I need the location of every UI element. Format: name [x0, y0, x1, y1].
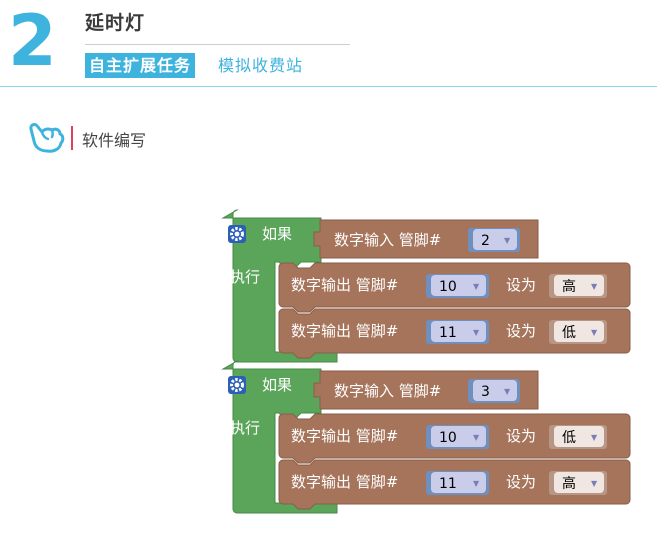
- level-dropdown-value: 高: [562, 278, 576, 295]
- if-block[interactable]: 如果执行数字输入 管脚#3▼数字输出 管脚#10▼设为低▼数字输出 管脚#11▼…: [221, 360, 631, 514]
- pin-dropdown-value: 10: [439, 279, 457, 295]
- chapter-number: 2: [8, 0, 57, 82]
- pin-dropdown[interactable]: 10 ▼: [431, 426, 486, 447]
- if-label: 如果: [262, 376, 292, 394]
- pin-dropdown[interactable]: 2▼: [473, 229, 517, 250]
- set-label: 设为: [506, 473, 536, 491]
- header-divider: [0, 86, 657, 87]
- digital-write-block[interactable]: 数字输出 管脚#11▼设为低▼: [278, 308, 631, 359]
- chevron-down-icon: ▼: [591, 479, 598, 488]
- digital-read-label: 数字输入 管脚#: [334, 231, 441, 249]
- set-label: 设为: [506, 322, 536, 340]
- chevron-down-icon: ▼: [591, 328, 598, 337]
- level-dropdown[interactable]: 高▼: [554, 275, 604, 296]
- level-dropdown[interactable]: 低▼: [554, 426, 604, 447]
- do-label: 执行: [230, 268, 260, 286]
- gear-icon[interactable]: [228, 376, 246, 394]
- gear-icon[interactable]: [228, 225, 246, 243]
- digital-read-block[interactable]: 数字输入 管脚#3▼: [313, 370, 539, 410]
- section-title: 软件编写: [82, 131, 147, 150]
- if-block[interactable]: 如果执行数字输入 管脚#2▼数字输出 管脚#10▼设为高▼数字输出 管脚#11▼…: [221, 209, 631, 363]
- chevron-down-icon: ▼: [504, 236, 511, 245]
- chevron-down-icon: ▼: [473, 433, 480, 442]
- digital-write-block[interactable]: 数字输出 管脚#10▼设为高▼: [278, 262, 631, 313]
- digital-write-block[interactable]: 数字输出 管脚#10▼设为低▼: [278, 413, 631, 464]
- task-name: 模拟收费站: [218, 56, 304, 75]
- set-label: 设为: [506, 276, 536, 294]
- set-label: 设为: [506, 427, 536, 445]
- pin-dropdown-value: 3: [481, 384, 490, 400]
- chevron-down-icon: ▼: [473, 328, 480, 337]
- pin-dropdown[interactable]: 10 ▼: [431, 275, 486, 296]
- level-dropdown-value: 低: [562, 430, 576, 446]
- pin-dropdown[interactable]: 11 ▼: [431, 321, 486, 342]
- chevron-down-icon: ▼: [591, 433, 598, 442]
- level-dropdown[interactable]: 高▼: [554, 472, 604, 493]
- digital-read-label: 数字输入 管脚#: [334, 382, 441, 400]
- digital-write-block[interactable]: 数字输出 管脚#11▼设为高▼: [278, 459, 631, 510]
- pin-dropdown-value: 2: [481, 233, 490, 249]
- section-marker: [71, 126, 73, 150]
- digital-write-label: 数字输出 管脚#: [291, 322, 398, 340]
- pin-dropdown-value: 10: [439, 430, 457, 446]
- pointing-hand-icon: [29, 123, 65, 153]
- pin-dropdown[interactable]: 3▼: [473, 380, 517, 401]
- pin-dropdown[interactable]: 11 ▼: [431, 472, 486, 493]
- if-label: 如果: [262, 225, 292, 243]
- level-dropdown[interactable]: 低▼: [554, 321, 604, 342]
- digital-read-block[interactable]: 数字输入 管脚#2▼: [313, 219, 539, 259]
- level-dropdown-value: 高: [562, 475, 576, 492]
- task-tag: 自主扩展任务: [85, 53, 196, 78]
- chevron-down-icon: ▼: [473, 282, 480, 291]
- pin-dropdown-value: 11: [439, 325, 457, 341]
- do-label: 执行: [230, 419, 260, 437]
- digital-write-label: 数字输出 管脚#: [291, 276, 398, 294]
- chevron-down-icon: ▼: [504, 387, 511, 396]
- digital-write-label: 数字输出 管脚#: [291, 473, 398, 491]
- chevron-down-icon: ▼: [591, 282, 598, 291]
- level-dropdown-value: 低: [562, 325, 576, 341]
- digital-write-label: 数字输出 管脚#: [291, 427, 398, 445]
- page-title: 延时灯: [85, 12, 146, 34]
- chevron-down-icon: ▼: [473, 479, 480, 488]
- title-divider: [85, 44, 350, 45]
- pin-dropdown-value: 11: [439, 476, 457, 492]
